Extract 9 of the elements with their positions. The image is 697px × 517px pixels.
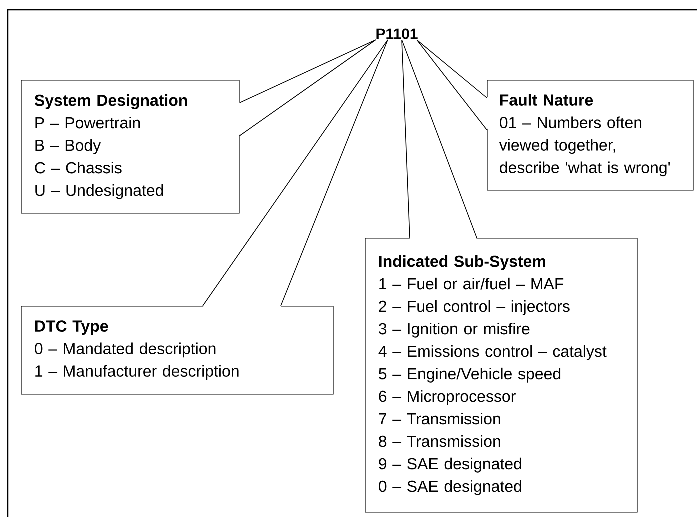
callout-pointer bbox=[202, 40, 388, 308]
callout-pointer bbox=[402, 40, 478, 240]
callout-pointer bbox=[238, 40, 376, 136]
callout-box: System Designation P – Powertrain B – Body C – Chassis U – Undesignated bbox=[21, 80, 240, 214]
callout-pointer bbox=[416, 40, 488, 130]
code-label: P1101 bbox=[376, 28, 418, 40]
callout-box: Indicated Sub-System 1 – Fuel or air/fuel – MAF 2 – Fuel control – injectors 3 – Ignition or misfire 4 – Emissions control – catalyst 5 – Engine/Vehicle speed 6 – Microprocessor 7 – Transmission 8 – Transmission 9 – SAE designated 0 – SAE designated bbox=[365, 238, 638, 513]
callout-box: DTC Type 0 – Mandated description 1 – Manufacturer description bbox=[21, 306, 334, 395]
callout-box: Fault Nature 01 – Numbers often viewed together, describe 'what is wrong' bbox=[487, 80, 694, 191]
